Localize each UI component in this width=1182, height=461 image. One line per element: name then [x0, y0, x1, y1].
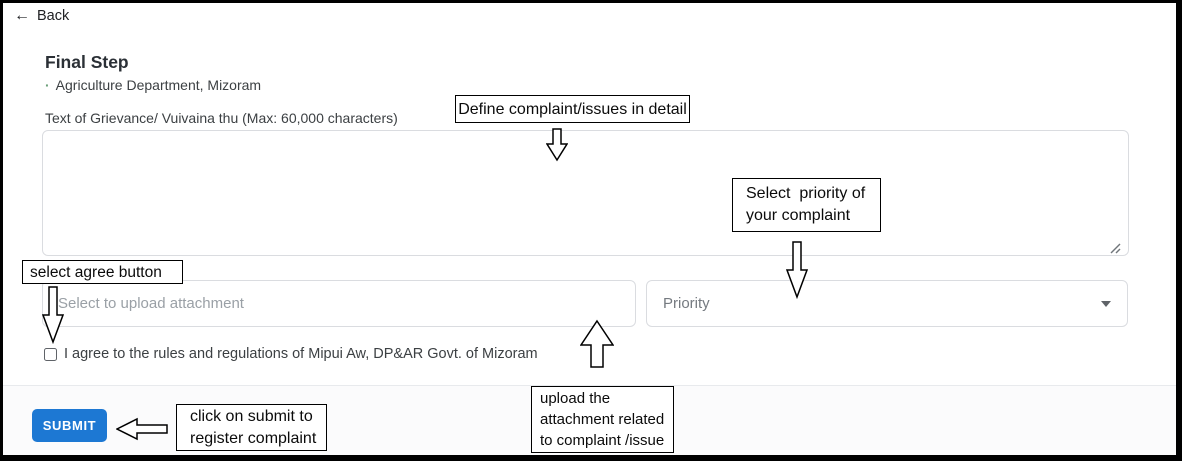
priority-dropdown[interactable]: Priority: [646, 280, 1128, 327]
page-title: Final Step: [45, 52, 129, 72]
agree-label: I agree to the rules and regulations of …: [64, 346, 538, 362]
department-subtitle: · Agriculture Department, Mizoram: [45, 77, 261, 93]
resize-grip-icon[interactable]: [1108, 241, 1122, 255]
department-name: Agriculture Department, Mizoram: [55, 77, 262, 93]
block-arrow-down-icon: [42, 286, 64, 344]
caret-down-icon: [1101, 300, 1111, 307]
back-link[interactable]: ← Back: [14, 7, 70, 25]
footer-divider: [3, 385, 1176, 386]
block-arrow-left-icon: [116, 417, 168, 441]
annotation-select-agree: select agree button: [22, 260, 183, 284]
annotation-select-priority: Select priority of your complaint: [732, 178, 881, 232]
bullet-icon: ·: [45, 77, 50, 93]
annotation-click-submit: click on submit to register complaint: [176, 404, 327, 451]
grievance-label: Text of Grievance/ Vuivaina thu (Max: 60…: [45, 110, 398, 126]
agree-row: I agree to the rules and regulations of …: [44, 346, 538, 362]
agree-checkbox[interactable]: [44, 348, 57, 361]
arrow-left-icon: ←: [14, 7, 30, 24]
priority-dropdown-value: Priority: [663, 295, 710, 312]
submit-button[interactable]: SUBMIT: [32, 409, 107, 442]
block-arrow-up-icon: [580, 319, 614, 368]
back-label: Back: [37, 8, 70, 24]
annotation-upload-attachment: upload the attachment related to complai…: [531, 386, 674, 453]
block-arrow-down-icon: [546, 128, 568, 162]
block-arrow-down-icon: [786, 241, 808, 299]
grievance-textarea[interactable]: [42, 130, 1129, 256]
annotation-define-complaint: Define complaint/issues in detail: [455, 95, 690, 123]
attachment-upload-field[interactable]: [42, 280, 636, 327]
